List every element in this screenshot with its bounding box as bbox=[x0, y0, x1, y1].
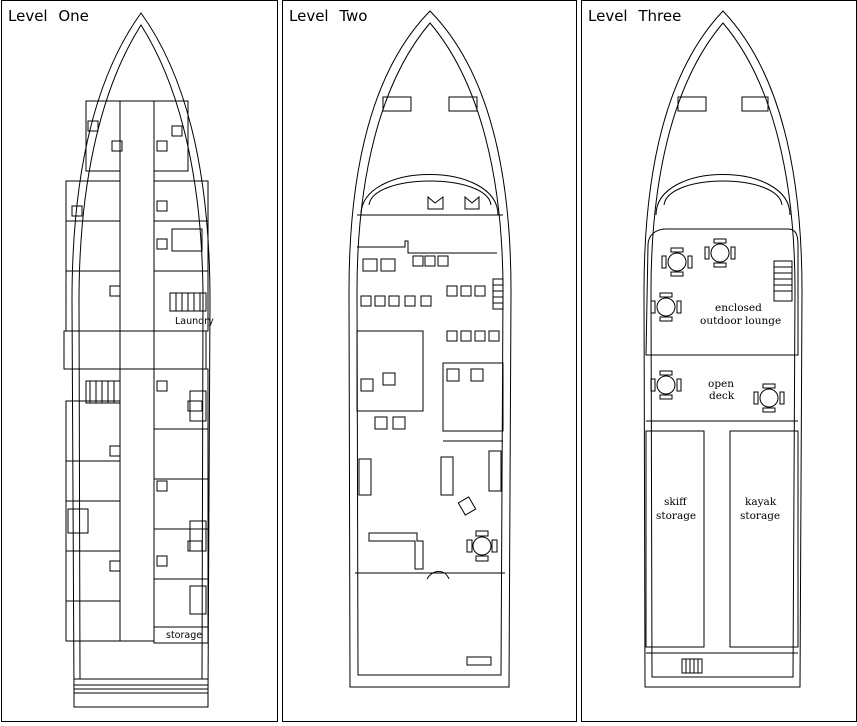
storage-label-level-one: storage bbox=[166, 630, 202, 641]
stairs-left bbox=[85, 380, 121, 404]
helm-seat-1 bbox=[427, 195, 444, 210]
kayak-label: kayak bbox=[745, 496, 777, 508]
laundry-label: Laundry bbox=[175, 316, 214, 327]
beds bbox=[67, 228, 207, 615]
wheelhouse-roof bbox=[655, 174, 791, 216]
stairs-right bbox=[169, 292, 207, 312]
level-three-deck-plan: enclosed outdoor lounge open deck skiff … bbox=[643, 10, 803, 688]
level-three-title: Level Three bbox=[588, 7, 682, 25]
level-two-panel: Level Two bbox=[282, 0, 577, 722]
bow-windows bbox=[677, 96, 769, 112]
level-three-panel: Level Three bbox=[581, 0, 857, 722]
cabins-right bbox=[153, 100, 209, 628]
level-one-panel: Level One bbox=[1, 0, 278, 722]
hull-inner bbox=[78, 24, 204, 680]
stern-ladder bbox=[681, 658, 703, 674]
bathroom-fixtures bbox=[71, 120, 203, 572]
level-two-deck-plan bbox=[348, 10, 512, 688]
level-one-deck-plan: Laundry storage bbox=[63, 12, 214, 708]
open-label: open bbox=[708, 378, 734, 390]
hull-outline bbox=[348, 10, 512, 688]
cabin-port bbox=[356, 330, 424, 412]
skiff-storage-label: storage bbox=[656, 510, 696, 522]
skiff-storage-bay bbox=[645, 430, 705, 648]
stairs-level-two bbox=[492, 278, 504, 310]
level-two-title: Level Two bbox=[289, 7, 368, 25]
aft-bench bbox=[368, 532, 424, 570]
hull-outline bbox=[71, 12, 211, 694]
saloon-seating bbox=[360, 255, 500, 342]
skiff-label: skiff bbox=[664, 496, 688, 508]
outdoor-lounge-label: outdoor lounge bbox=[700, 315, 781, 327]
stern-stripes bbox=[74, 678, 208, 690]
enclosed-lounge bbox=[645, 228, 799, 356]
hull-outline bbox=[643, 10, 803, 688]
kayak-storage-label: storage bbox=[740, 510, 780, 522]
deck-tables bbox=[650, 238, 785, 413]
storage-room bbox=[153, 626, 209, 644]
level-one-title: Level One bbox=[8, 7, 89, 25]
aft-table bbox=[472, 536, 492, 556]
cabin-starboard bbox=[442, 362, 504, 432]
kayak-storage-bay bbox=[729, 430, 799, 648]
wheelhouse bbox=[360, 174, 499, 216]
enclosed-label: enclosed bbox=[715, 302, 762, 314]
stairs-level-three bbox=[773, 260, 793, 302]
central-corridor bbox=[119, 100, 155, 642]
bow-windows bbox=[382, 96, 478, 112]
cabin-fixtures bbox=[360, 368, 484, 430]
helm-seat-2 bbox=[464, 195, 480, 210]
lounge-sofas bbox=[358, 450, 502, 516]
cabins-left bbox=[65, 100, 121, 642]
cross-corridor bbox=[63, 330, 207, 370]
deck-label: deck bbox=[709, 390, 735, 402]
galley-walls bbox=[357, 240, 497, 254]
